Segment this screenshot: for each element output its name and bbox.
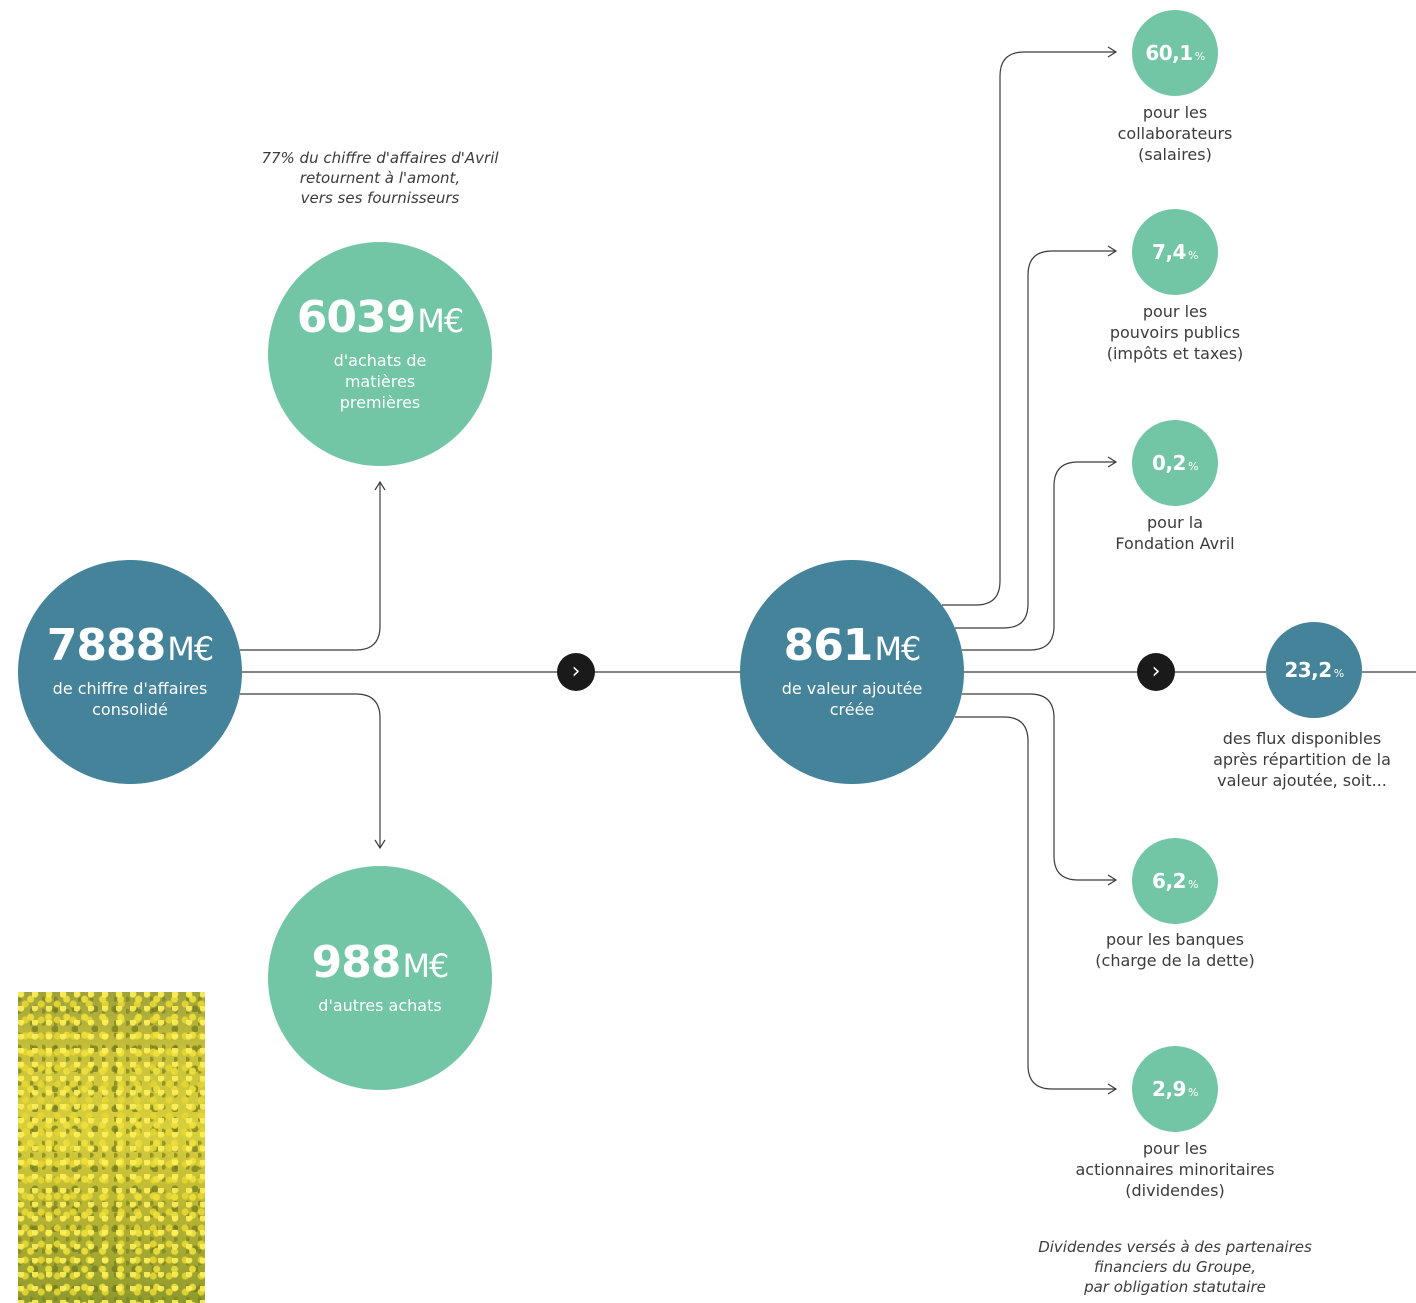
chevron-right-icon: › bbox=[557, 653, 595, 691]
raw-materials-value: 6039M€ bbox=[296, 291, 464, 343]
foundation-share-caption: pour la Fondation Avril bbox=[1115, 513, 1235, 553]
employees-share-circle: 60,1% bbox=[1132, 10, 1218, 96]
public-authorities-share-circle: 7,4% bbox=[1132, 209, 1218, 295]
arrow-to-employees bbox=[942, 46, 1118, 606]
public-authorities-share-caption: pour les pouvoirs publics (impôts et tax… bbox=[1106, 302, 1244, 363]
minority-shareholders-share-value: 2,9% bbox=[1152, 1077, 1198, 1101]
arrow-to-foundation bbox=[962, 456, 1118, 651]
revenue-label: de chiffre d'affaires consolidé bbox=[52, 679, 208, 719]
available-flows-circle: 23,2% bbox=[1266, 622, 1362, 718]
other-purchases-circle: 988M€ d'autres achats bbox=[268, 866, 492, 1090]
banks-share-value: 6,2% bbox=[1152, 869, 1198, 893]
other-purchases-value: 988M€ bbox=[311, 936, 450, 988]
banks-share-circle: 6,2% bbox=[1132, 838, 1218, 924]
revenue-value: 7888M€ bbox=[46, 620, 214, 671]
employees-share-value: 60,1% bbox=[1145, 41, 1205, 65]
chevron-right-icon: › bbox=[1137, 653, 1175, 691]
employees-share-caption: pour les collaborateurs (salaires) bbox=[1117, 103, 1233, 164]
foundation-share-circle: 0,2% bbox=[1132, 420, 1218, 506]
arrow-to-minority-shareholders bbox=[955, 716, 1118, 1095]
minority-shareholders-share-circle: 2,9% bbox=[1132, 1046, 1218, 1132]
rapeseed-field-photo bbox=[18, 992, 205, 1303]
raw-materials-note: 77% du chiffre d'affaires d'Avril retour… bbox=[261, 149, 499, 207]
minority-shareholders-share-caption: pour les actionnaires minoritaires (divi… bbox=[1075, 1139, 1275, 1200]
raw-materials-label: d'achats de matières premières bbox=[333, 350, 427, 412]
other-purchases-label: d'autres achats bbox=[318, 995, 442, 1015]
arrow-to-raw-materials bbox=[240, 480, 386, 651]
arrow-to-other-purchases bbox=[240, 693, 386, 850]
available-flows-value: 23,2% bbox=[1284, 658, 1344, 682]
dividends-note: Dividendes versés à des partenaires fina… bbox=[1038, 1238, 1312, 1296]
banks-share-caption: pour les banques (charge de la dette) bbox=[1095, 930, 1255, 970]
raw-materials-circle: 6039M€ d'achats de matières premières bbox=[268, 242, 492, 466]
available-flows-caption: des flux disponibles après répartition d… bbox=[1213, 729, 1391, 790]
arrow-to-public-authorities bbox=[955, 245, 1118, 629]
arrow-to-banks bbox=[962, 693, 1118, 886]
value-added-value: 861M€ bbox=[783, 620, 922, 671]
public-authorities-share-value: 7,4% bbox=[1152, 240, 1198, 264]
revenue-circle: 7888M€ de chiffre d'affaires consolidé bbox=[18, 560, 242, 784]
value-added-label: de valeur ajoutée créée bbox=[781, 679, 923, 719]
value-added-circle: 861M€ de valeur ajoutée créée bbox=[740, 560, 964, 784]
foundation-share-value: 0,2% bbox=[1152, 451, 1198, 475]
